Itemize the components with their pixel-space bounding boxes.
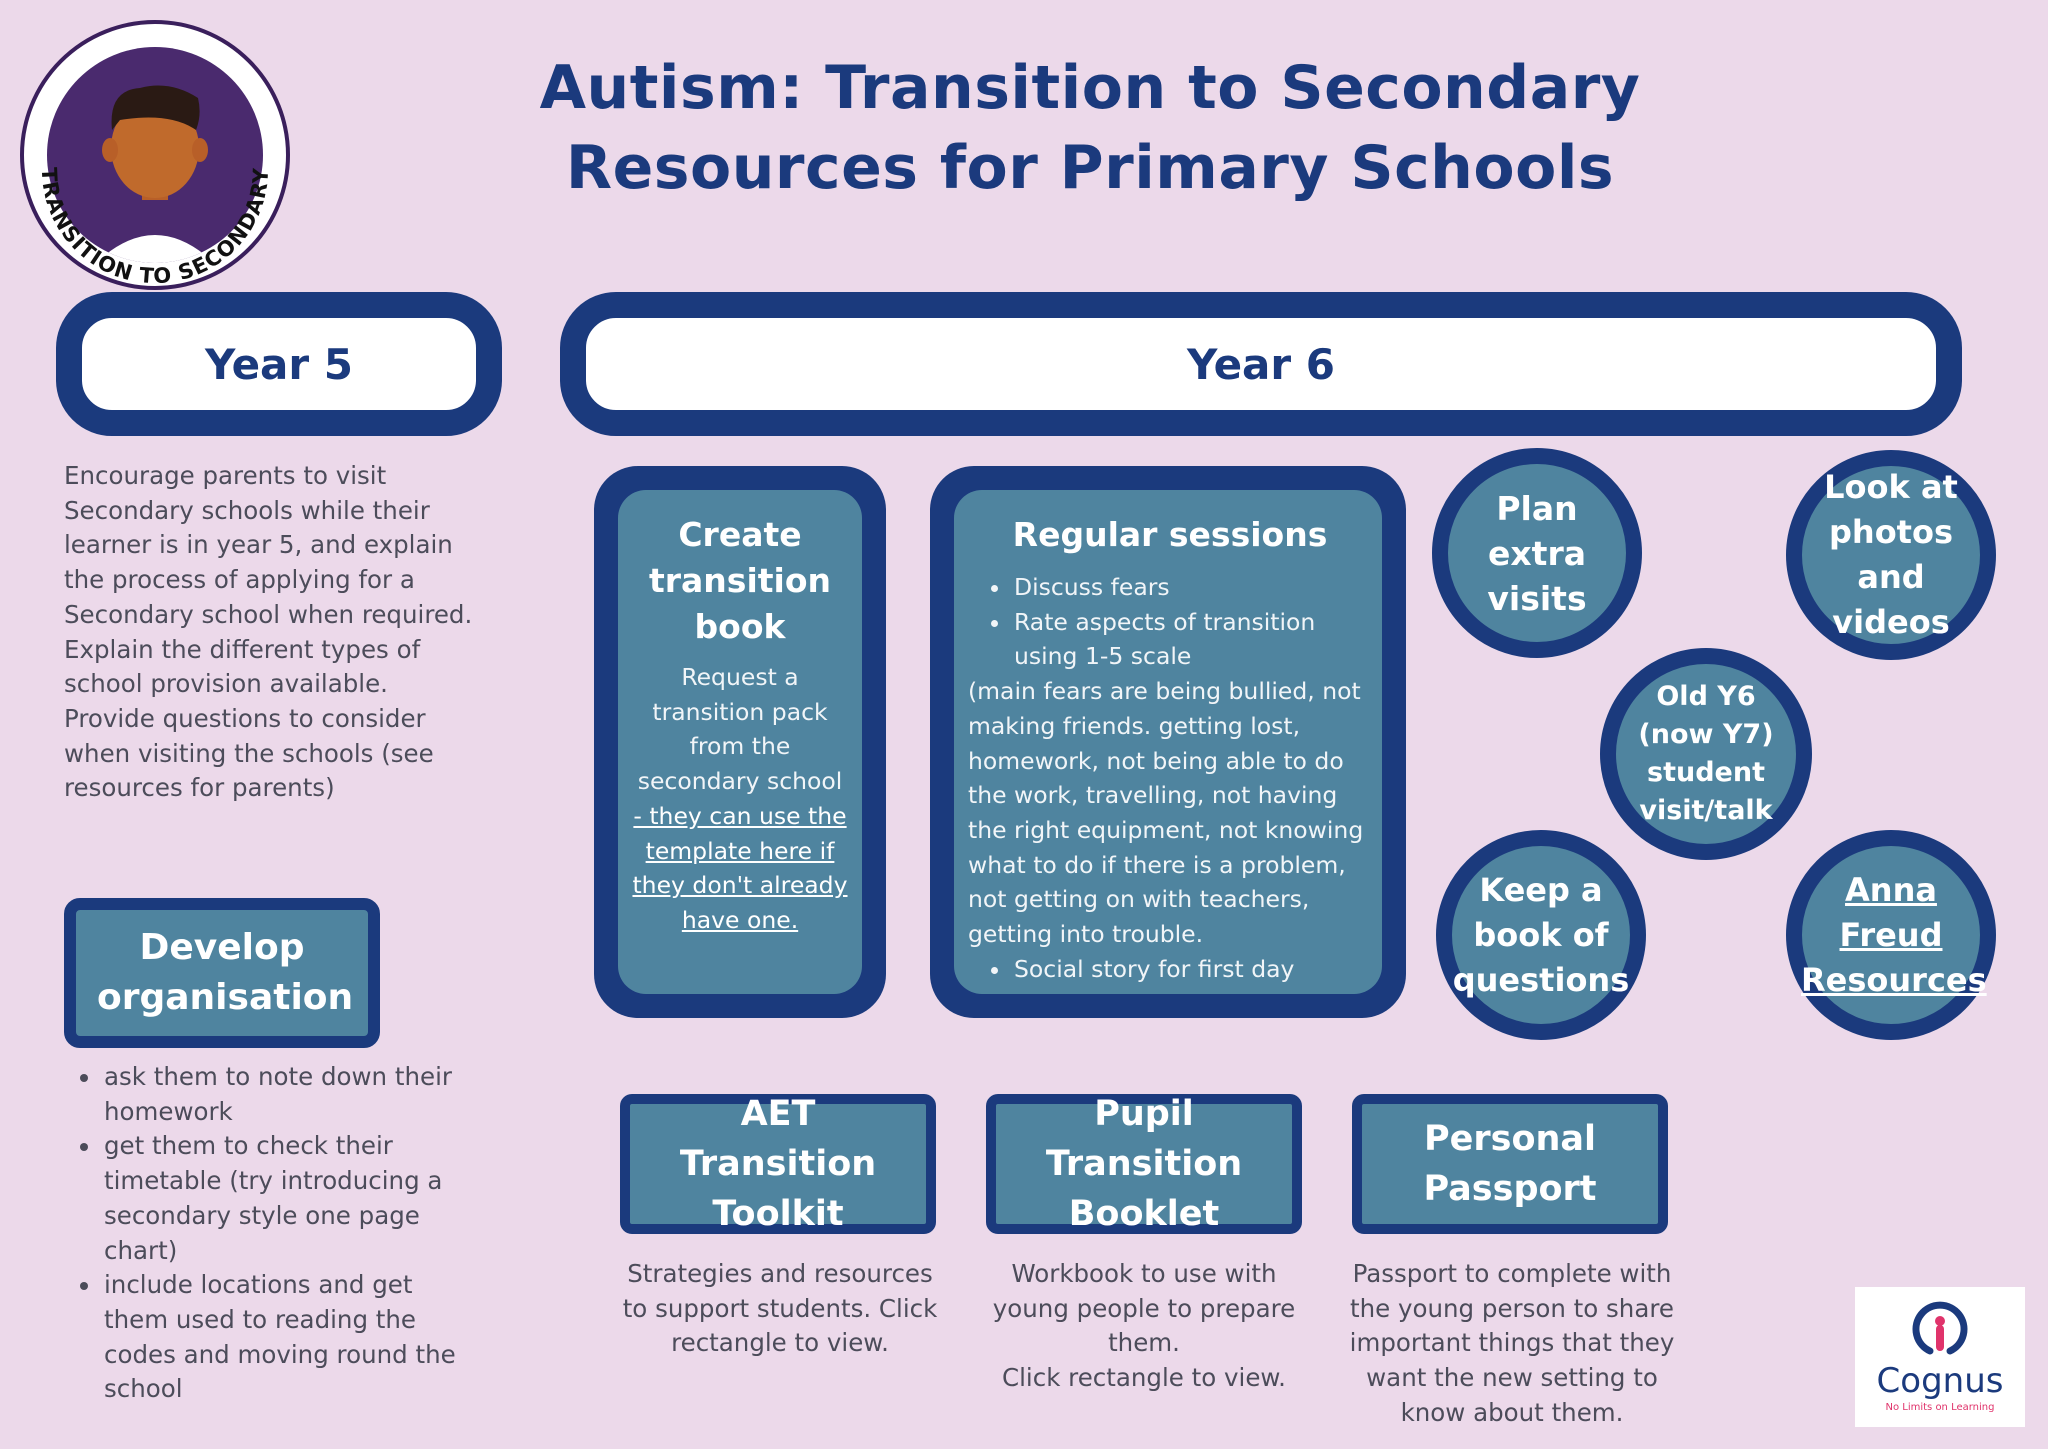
book-questions-label: Keep a book of questions [1452,870,1630,999]
plan-visits-label: Plan extra visits [1487,488,1587,618]
transition-book-description: Request a transition pack from the secon… [637,663,843,796]
title-line-1: Autism: Transition to Secondary [539,53,1641,123]
personal-passport-label: Personal Passport [1423,1119,1597,1209]
plan-visits-circle: Plan extra visits [1432,448,1642,658]
year6-heading: Year 6 [560,292,1962,436]
transition-badge-logo: TRANSITION TO SECONDARY [20,20,290,290]
student-avatar-icon [80,85,230,263]
aet-toolkit-button[interactable]: AET Transition Toolkit [620,1094,936,1234]
pupil-booklet-caption-text: Workbook to use with young people to pre… [992,1259,1296,1358]
pupil-booklet-label: Pupil Transition Booklet [1045,1094,1243,1234]
year5-intro: Encourage parents to visit Secondary sch… [64,461,473,803]
title-line-2: Resources for Primary Schools [565,133,1615,203]
regular-sessions-card: Regular sessions Discuss fears Rate aspe… [930,466,1406,1018]
pupil-booklet-caption: Workbook to use with young people to pre… [984,1257,1304,1396]
transition-book-card: Create transition book Request a transit… [594,466,886,1018]
regular-sessions-note: (main fears are being bullied, not makin… [968,677,1364,949]
personal-passport-caption: Passport to complete with the young pers… [1349,1259,1675,1427]
develop-organisation-title: Develop organisation [97,927,354,1018]
year5-heading: Year 5 [56,292,502,436]
cognus-name: Cognus [1876,1361,2004,1401]
transition-book-text: Request a transition pack from the secon… [632,660,848,938]
transition-book-title: Create transition book [648,515,831,646]
photos-videos-circle: Look at photos and videos [1786,450,1996,660]
personal-passport-button[interactable]: Personal Passport [1352,1094,1668,1234]
regular-sessions-title: Regular sessions [1012,515,1328,554]
pupil-booklet-caption-click: Click rectangle to view. [1002,1363,1286,1393]
book-questions-circle: Keep a book of questions [1436,830,1646,1040]
anna-freud-link[interactable]: Anna Freud Resources [1801,870,1987,999]
session-bullet: Social story for first day [1012,952,1372,987]
cognus-logo: Cognus No Limits on Learning [1855,1287,2025,1427]
session-bullet: Rate aspects of transition using 1-5 sca… [1012,605,1372,674]
anna-freud-circle[interactable]: Anna Freud Resources [1786,830,1996,1040]
organisation-bullet: include locations and get them used to r… [102,1268,482,1407]
regular-sessions-bullets-top: Discuss fears Rate aspects of transition… [968,570,1372,674]
photos-videos-label: Look at photos and videos [1824,468,1958,641]
old-y6-circle: Old Y6 (now Y7) student visit/talk [1600,648,1812,860]
organisation-bullets: ask them to note down their homework get… [68,1060,482,1407]
cognus-tagline: No Limits on Learning [1885,1402,1995,1413]
cognus-mark-icon [1912,1301,1968,1355]
transition-template-link[interactable]: - they can use the template here if they… [632,801,848,934]
old-y6-label: Old Y6 (now Y7) student visit/talk [1638,681,1774,826]
aet-toolkit-label: AET Transition Toolkit [679,1094,877,1234]
page-title: Autism: Transition to Secondary Resource… [500,48,1680,208]
pupil-booklet-button[interactable]: Pupil Transition Booklet [986,1094,1302,1234]
aet-toolkit-caption: Strategies and resources to support stud… [622,1259,938,1358]
regular-sessions-bullets-bottom: Social story for first day [968,952,1372,987]
organisation-bullet: get them to check their timetable (try i… [102,1129,482,1268]
organisation-bullet: ask them to note down their homework [102,1060,482,1129]
session-bullet: Discuss fears [1012,570,1372,605]
develop-organisation-box: Develop organisation [64,898,380,1048]
year5-heading-label: Year 5 [205,339,353,389]
year6-heading-label: Year 6 [1187,339,1335,389]
